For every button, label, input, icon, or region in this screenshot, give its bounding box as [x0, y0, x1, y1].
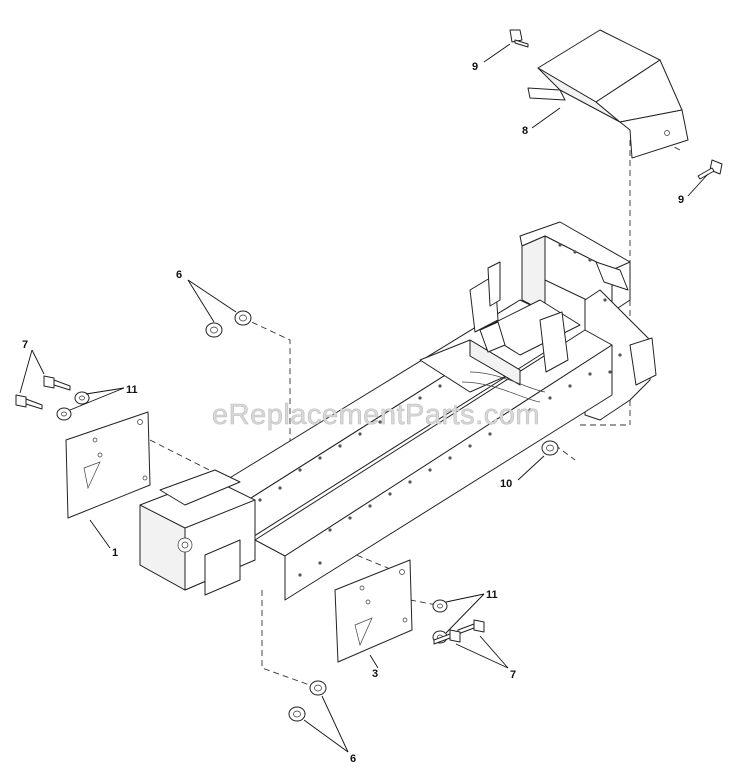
part-7-bolts-left	[15, 375, 71, 410]
callout-3: 3	[372, 668, 378, 680]
callout-11-right: 11	[486, 589, 498, 601]
callout-6-top: 6	[176, 269, 182, 281]
callout-8: 8	[522, 125, 528, 137]
callout-11-left: 11	[126, 384, 138, 396]
callout-10: 10	[500, 478, 512, 490]
part-10-nut	[541, 440, 559, 456]
callout-6-bottom: 6	[350, 753, 356, 765]
callout-7-left: 7	[22, 339, 28, 351]
part-6-nuts-bottom	[288, 680, 327, 722]
main-frame	[139, 221, 657, 601]
part-7-bolts-right	[433, 619, 485, 645]
frame-holes	[258, 243, 622, 577]
watermark: eReplacementParts.com	[212, 399, 540, 431]
part-6-nuts-top	[205, 310, 252, 338]
part-8-cover	[527, 29, 689, 159]
callout-1: 1	[112, 547, 118, 559]
callout-9-right: 9	[678, 194, 684, 206]
part-1-plate	[65, 411, 151, 519]
part-9-bolt-right	[697, 159, 723, 180]
part-11-washers-left	[56, 391, 90, 421]
leader-lines	[19, 43, 709, 753]
callout-7-right: 7	[510, 669, 516, 681]
callouts: 9 8 9 6 7 11 10 1 11 3 7 6	[22, 61, 684, 765]
callout-9-top: 9	[472, 61, 478, 73]
part-9-bolt-top	[509, 29, 529, 48]
part-3-plate	[334, 559, 413, 663]
part-11-washers-right	[432, 599, 448, 644]
